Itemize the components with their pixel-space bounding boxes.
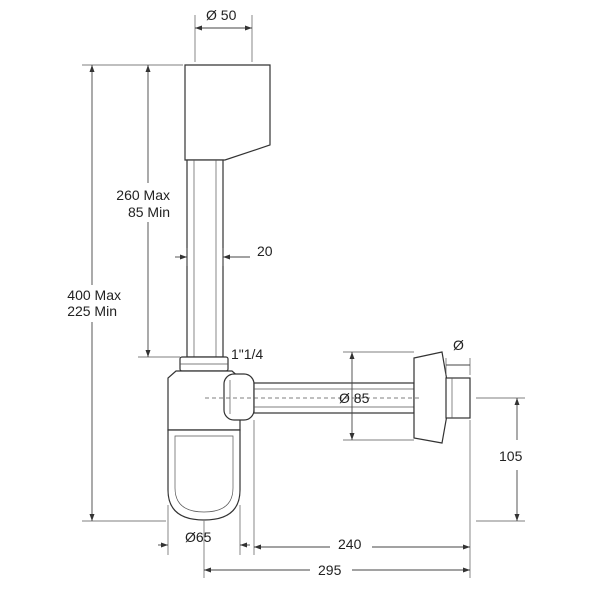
- dimension-labels: Ø 50 260 Max 85 Min 20 400 Max 225 Min 1…: [67, 7, 522, 578]
- label-bottle-diameter: Ø65: [185, 529, 212, 545]
- label-thread-size: 1"1/4: [231, 346, 263, 362]
- bottle-cup: [167, 429, 241, 521]
- wall-spigot: [445, 377, 471, 419]
- waste-head: [184, 64, 271, 161]
- wall-flange: [413, 351, 451, 444]
- tail-pipe: [186, 159, 224, 358]
- label-tube-diameter: 20: [257, 243, 273, 259]
- label-wall-flange-diameter: Ø: [453, 337, 464, 353]
- siphon-parts: [167, 64, 471, 521]
- outlet-nut: [223, 373, 255, 421]
- label-tail-height-min: 85 Min: [128, 204, 170, 220]
- label-outlet-diameter: Ø 85: [339, 390, 370, 406]
- label-top-diameter: Ø 50: [206, 7, 237, 23]
- label-outlet-length-b: 295: [318, 562, 342, 578]
- dimension-lines: [82, 15, 525, 578]
- label-total-height-max: 400 Max: [67, 287, 121, 303]
- label-outlet-height: 105: [499, 448, 523, 464]
- label-outlet-length-a: 240: [338, 536, 362, 552]
- label-total-height-min: 225 Min: [67, 303, 117, 319]
- label-tail-height-max: 260 Max: [116, 187, 170, 203]
